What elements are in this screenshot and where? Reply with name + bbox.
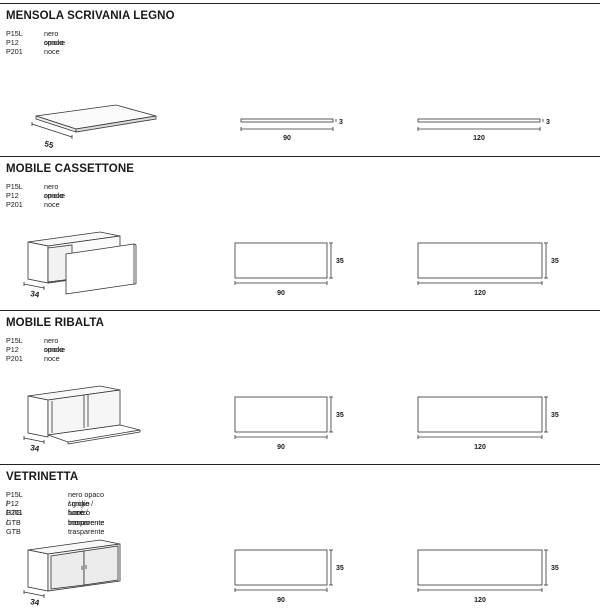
finish-code: P12	[6, 191, 19, 201]
finish-name: smoke / bronzo trasparente	[68, 499, 105, 527]
section-divider	[0, 310, 600, 311]
drawer-unit-front-drawing-120	[417, 242, 548, 285]
finish-name: smoke	[44, 191, 66, 201]
section-title: MOBILE CASSETTONE	[6, 163, 134, 175]
width-label: 120	[474, 290, 486, 297]
height-label: 35	[551, 412, 559, 419]
glass-cabinet-front-drawing-90	[234, 549, 333, 592]
width-label: 120	[473, 135, 485, 142]
section-title: MENSOLA SCRIVANIA LEGNO	[6, 10, 175, 22]
finish-name: noce	[44, 47, 60, 57]
finish-code: P201	[6, 47, 23, 57]
shelf-front-drawing-120	[417, 118, 544, 131]
section-drawings: 34 90 35 120 35	[23, 385, 559, 454]
finish-code: P12 / GTB	[6, 499, 21, 527]
section-divider	[0, 156, 600, 157]
glass-cabinet-isometric-drawing	[23, 539, 121, 598]
shelf-isometric-drawing	[31, 104, 157, 139]
shelf-front-drawing-90	[240, 118, 337, 131]
finish-name: smoke	[44, 345, 66, 355]
flap-unit-front-drawing-90	[234, 396, 333, 439]
width-label: 90	[283, 135, 291, 142]
finish-code: P201	[6, 200, 23, 210]
depth-label: 55	[44, 139, 55, 150]
finish-name: smoke	[44, 38, 66, 48]
finish-name: nero opaco	[44, 182, 64, 201]
depth-label: 34	[30, 289, 41, 300]
section-vetrinetta: VETRINETTA P15L / GTG nero opaco / grigio…	[0, 464, 600, 613]
flap-unit-front-drawing-120	[417, 396, 548, 439]
depth-label: 34	[30, 597, 41, 608]
height-label: 3	[546, 119, 550, 126]
section-mobile-ribalta: MOBILE RIBALTA P15L nero opaco P12 smoke P…	[0, 310, 600, 462]
finish-name: nero opaco	[44, 336, 64, 355]
section-title: MOBILE RIBALTA	[6, 317, 105, 329]
finish-code: P15L	[6, 182, 23, 191]
depth-label: 34	[30, 443, 41, 454]
finish-code: P15L	[6, 336, 23, 345]
section-mensola-scrivania-legno: MENSOLA SCRIVANIA LEGNO P15L nero opaco P…	[0, 3, 600, 155]
finish-name: nero opaco / grigio fumè trasparente	[68, 490, 105, 527]
height-label: 3	[339, 119, 343, 126]
drawer-unit-isometric-drawing	[23, 231, 137, 295]
height-label: 35	[336, 412, 344, 419]
finish-code: P12	[6, 38, 19, 48]
finish-code: P15L / GTG	[6, 490, 23, 518]
finish-code: P201	[6, 354, 23, 364]
section-drawings: 55 90 3 120 3	[31, 104, 550, 150]
width-label: 120	[474, 444, 486, 451]
section-drawings: 34 90 35 120 35	[23, 231, 559, 300]
section-title: VETRINETTA	[6, 471, 79, 483]
finish-code: P15L	[6, 29, 23, 38]
section-mobile-cassettone: MOBILE CASSETTONE P15L nero opaco P12 smok…	[0, 156, 600, 308]
width-label: 90	[277, 597, 285, 604]
section-divider	[0, 3, 600, 4]
section-drawings: 34 90 35 120 35	[23, 539, 559, 608]
drawer-unit-front-drawing-90	[234, 242, 333, 285]
finish-code: P201 / GTB	[6, 508, 23, 536]
finish-code: P12	[6, 345, 19, 355]
glass-cabinet-front-drawing-120	[417, 549, 548, 592]
height-label: 35	[336, 565, 344, 572]
finish-name: noce / bronzo trasparente	[68, 508, 105, 536]
height-label: 35	[336, 258, 344, 265]
section-divider	[0, 464, 600, 465]
height-label: 35	[551, 565, 559, 572]
width-label: 90	[277, 290, 285, 297]
width-label: 120	[474, 597, 486, 604]
finish-name: nero opaco	[44, 29, 64, 48]
flap-unit-isometric-drawing	[23, 385, 141, 445]
height-label: 35	[551, 258, 559, 265]
finish-name: noce	[44, 200, 60, 210]
finish-name: noce	[44, 354, 60, 364]
width-label: 90	[277, 444, 285, 451]
